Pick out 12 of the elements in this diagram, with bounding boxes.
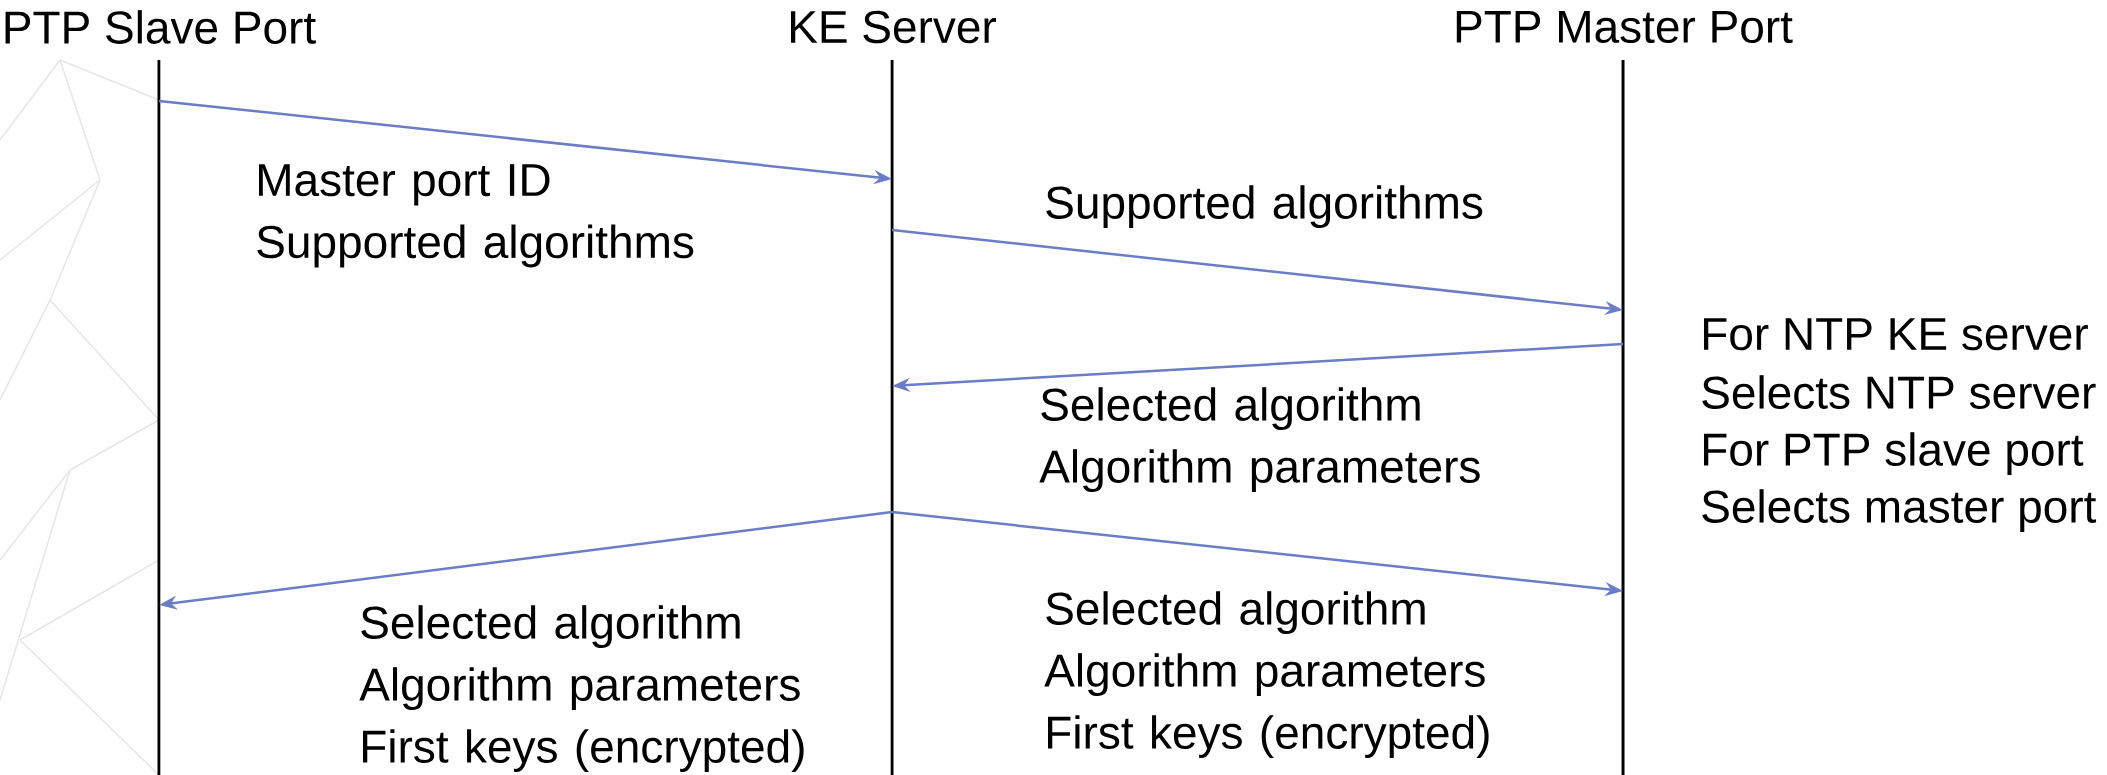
- edge-label: Supported algorithms: [1046, 185, 1483, 229]
- note-text: Selects NTP server: [1702, 375, 2096, 409]
- edge-label: Selected algorithm Algorithm parameters First keys (encrypted): [359, 605, 804, 773]
- edge-label: Master port ID Supported algorithms: [257, 164, 694, 268]
- note-text: For PTP slave port: [1704, 432, 2084, 476]
- lifeline-header: PTP Master Port: [1456, 10, 1793, 44]
- edge-label: Selected algorithm Algorithm parameters: [1039, 387, 1480, 493]
- edge-label: Selected algorithm Algorithm parameters First keys (encrypted): [1044, 591, 1489, 759]
- note-text: Selects master port: [1702, 489, 2097, 533]
- lifeline-header: PTP Slave Port: [5, 10, 316, 44]
- note-text: For NTP KE server: [1704, 318, 2088, 351]
- lifeline-header: KE Server: [791, 10, 996, 44]
